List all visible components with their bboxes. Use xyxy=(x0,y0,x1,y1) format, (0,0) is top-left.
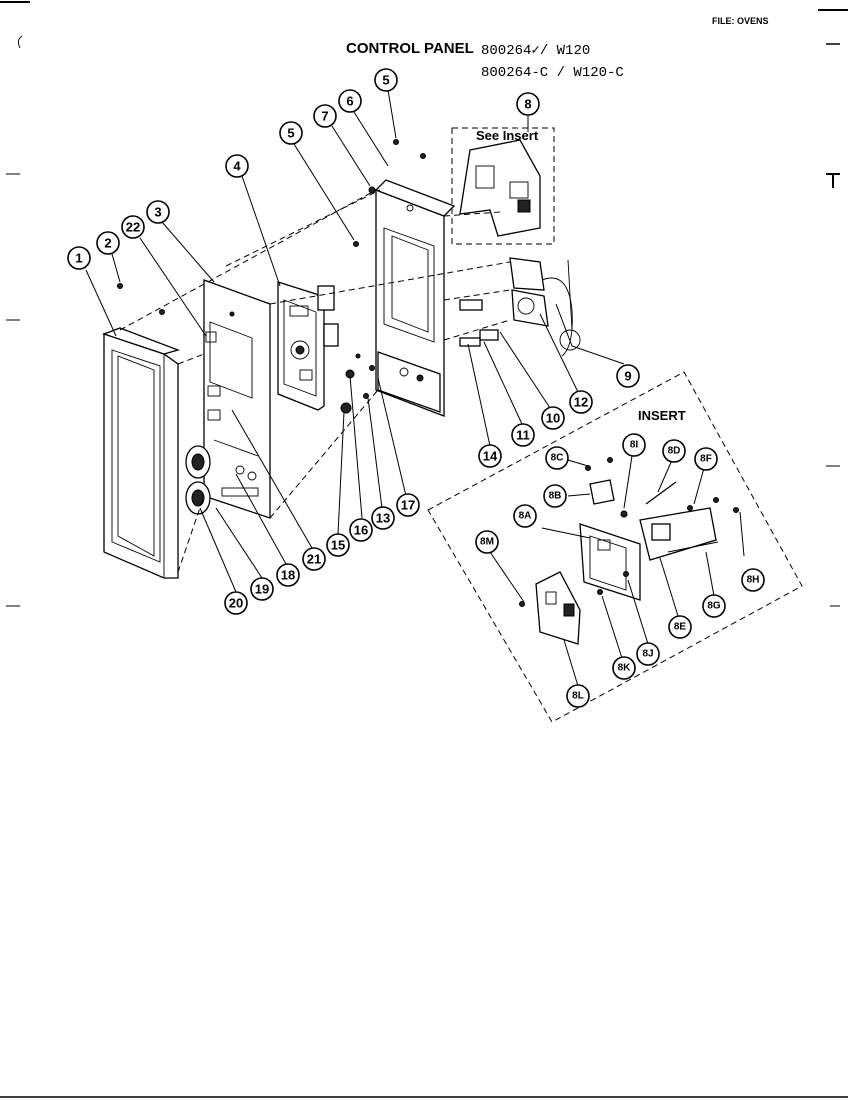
svg-text:8E: 8E xyxy=(674,622,687,633)
callout-4: 4 xyxy=(225,154,249,178)
callout-6: 6 xyxy=(338,89,362,113)
callout-21: 21 xyxy=(302,547,326,571)
see-insert-label: See Insert xyxy=(476,128,539,143)
callout-8j: 8J xyxy=(636,642,660,666)
svg-text:8G: 8G xyxy=(707,601,721,612)
callout-8h: 8H xyxy=(741,568,765,592)
callout-3: 3 xyxy=(146,200,170,224)
part-mounting-bracket xyxy=(374,179,456,417)
model-line-1: 800264✓/ W120 xyxy=(481,43,590,59)
callout-bubbles: 1 2 22 3 4 5 6 7 5 8 9 12 10 11 14 17 13… xyxy=(67,68,765,708)
svg-text:8F: 8F xyxy=(700,454,712,465)
part-8-assembly xyxy=(451,127,555,245)
part-thermostat-assembly xyxy=(459,257,581,357)
svg-text:8H: 8H xyxy=(747,575,760,586)
svg-text:19: 19 xyxy=(255,582,269,597)
callout-22: 22 xyxy=(121,215,145,239)
callout-10: 10 xyxy=(541,406,565,430)
callout-5b: 5 xyxy=(374,68,398,92)
model-line-2: 800264-C / W120-C xyxy=(481,65,624,81)
callout-8i: 8I xyxy=(622,433,646,457)
svg-text:8: 8 xyxy=(524,97,531,112)
callout-9: 9 xyxy=(616,364,640,388)
svg-text:1: 1 xyxy=(75,251,82,266)
svg-text:8M: 8M xyxy=(480,537,494,548)
callout-1: 1 xyxy=(67,246,91,270)
svg-text:8I: 8I xyxy=(630,440,639,451)
callout-8l: 8L xyxy=(566,684,590,708)
part-knobs xyxy=(185,445,211,515)
callout-5a: 5 xyxy=(279,121,303,145)
callout-7: 7 xyxy=(313,104,337,128)
svg-text:8B: 8B xyxy=(549,491,562,502)
svg-text:7: 7 xyxy=(321,109,328,124)
callout-16: 16 xyxy=(349,518,373,542)
callout-8a: 8A xyxy=(513,504,537,528)
callout-18: 18 xyxy=(276,563,300,587)
svg-text:2: 2 xyxy=(104,236,111,251)
callout-19: 19 xyxy=(250,577,274,601)
insert-heading: INSERT xyxy=(638,408,686,423)
svg-text:18: 18 xyxy=(281,568,295,583)
svg-text:9: 9 xyxy=(624,369,631,384)
svg-text:8J: 8J xyxy=(642,649,653,660)
svg-text:5: 5 xyxy=(382,73,389,88)
explosion-lines xyxy=(119,189,511,573)
part-faceplate xyxy=(203,279,271,519)
svg-text:13: 13 xyxy=(376,511,390,526)
part-small-hardware xyxy=(340,353,375,414)
svg-text:16: 16 xyxy=(354,523,368,538)
callout-12: 12 xyxy=(569,390,593,414)
svg-text:3: 3 xyxy=(154,205,161,220)
svg-text:8C: 8C xyxy=(551,453,564,464)
svg-text:15: 15 xyxy=(331,538,345,553)
callout-8k: 8K xyxy=(612,656,636,680)
svg-text:5: 5 xyxy=(287,126,294,141)
part-front-frame xyxy=(102,327,181,579)
svg-text:14: 14 xyxy=(483,449,498,464)
callout-8: 8 xyxy=(516,92,540,116)
svg-text:11: 11 xyxy=(516,428,530,443)
callout-13: 13 xyxy=(371,506,395,530)
screws xyxy=(117,139,426,315)
svg-text:10: 10 xyxy=(546,411,560,426)
insert-panel: INSERT xyxy=(427,371,803,723)
svg-text:22: 22 xyxy=(126,220,140,235)
leader-lines xyxy=(85,89,745,687)
svg-text:8K: 8K xyxy=(618,663,632,674)
svg-text:8A: 8A xyxy=(519,511,532,522)
callout-11: 11 xyxy=(511,423,535,447)
svg-text:8L: 8L xyxy=(572,691,584,702)
callout-14: 14 xyxy=(478,444,502,468)
callout-8g: 8G xyxy=(702,594,726,618)
svg-text:4: 4 xyxy=(233,159,241,174)
callout-8b: 8B xyxy=(543,484,567,508)
svg-text:20: 20 xyxy=(229,596,243,611)
callout-2: 2 xyxy=(96,231,120,255)
part-control-module xyxy=(277,281,339,411)
callout-17: 17 xyxy=(396,493,420,517)
svg-text:8D: 8D xyxy=(668,446,681,457)
svg-text:6: 6 xyxy=(346,94,353,109)
file-label: FILE: OVENS xyxy=(712,16,769,26)
page-title: CONTROL PANEL xyxy=(346,40,474,57)
callout-15: 15 xyxy=(326,533,350,557)
callout-8m: 8M xyxy=(475,530,499,554)
callout-8c: 8C xyxy=(545,446,569,470)
callout-20: 20 xyxy=(224,591,248,615)
svg-text:21: 21 xyxy=(307,552,321,567)
callout-8e: 8E xyxy=(668,615,692,639)
callout-8f: 8F xyxy=(694,447,718,471)
svg-text:12: 12 xyxy=(574,395,588,410)
svg-text:17: 17 xyxy=(401,498,415,513)
callout-8d: 8D xyxy=(662,439,686,463)
